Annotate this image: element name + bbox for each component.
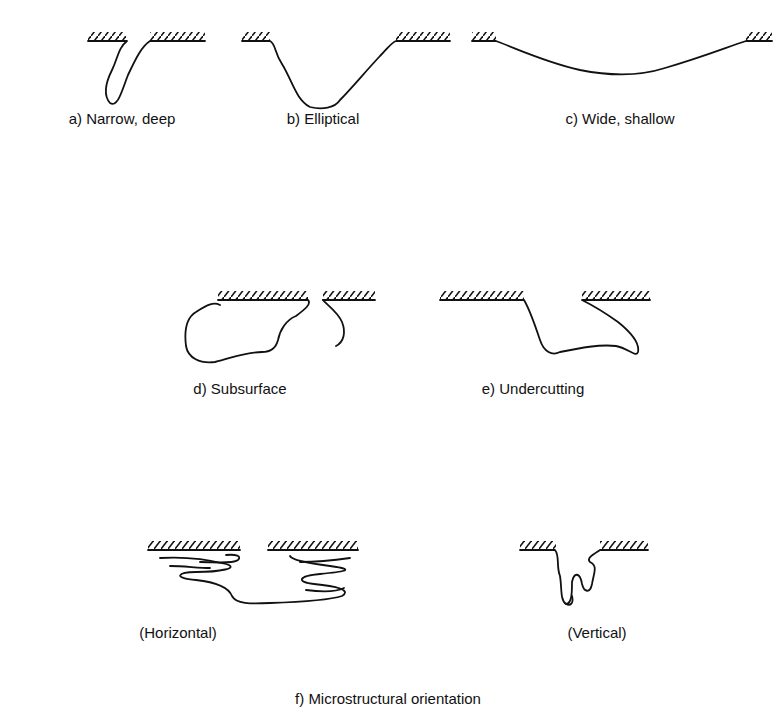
figure-caption: a) Narrow, deep <box>69 110 176 128</box>
sub-caption: (Vertical) <box>567 624 626 642</box>
sub-caption: (Horizontal) <box>139 624 217 642</box>
figure-caption: c) Wide, shallow <box>565 110 674 128</box>
figure-caption: e) Undercutting <box>482 380 585 398</box>
figure-caption: d) Subsurface <box>193 380 286 398</box>
figure-caption: f) Microstructural orientation <box>295 690 481 708</box>
figure-caption: b) Elliptical <box>287 110 360 128</box>
